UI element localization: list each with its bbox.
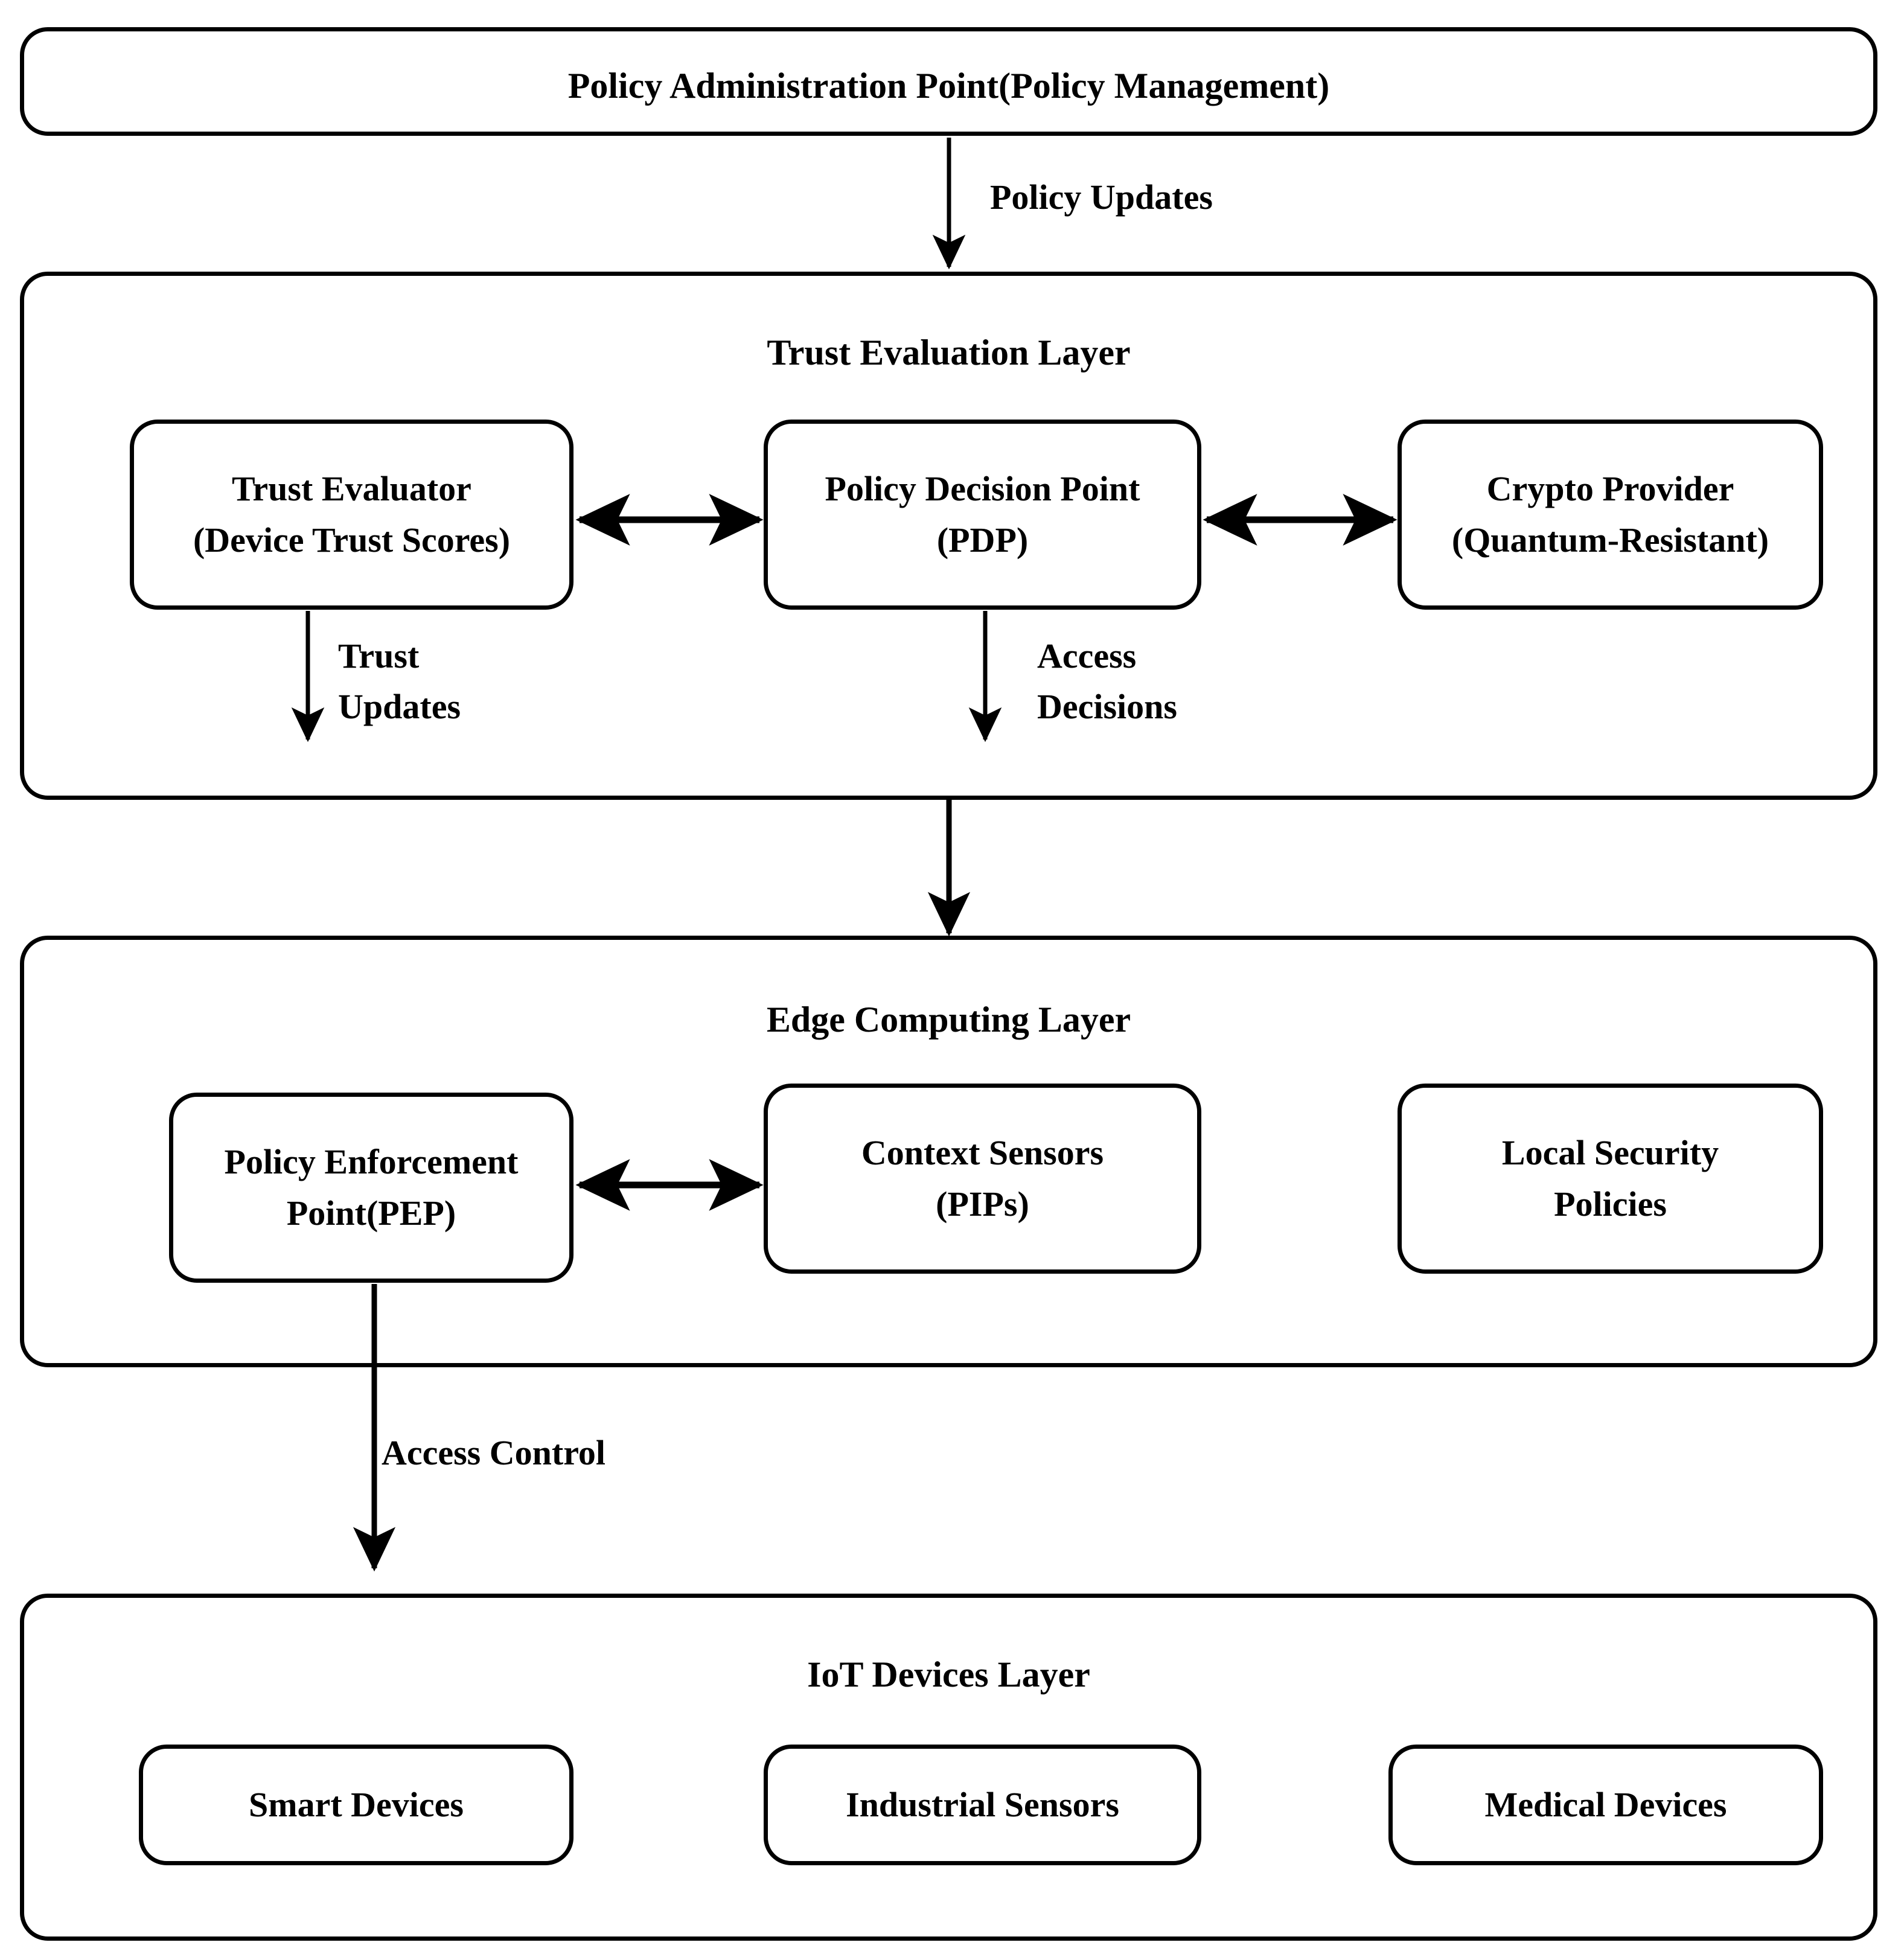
- node-context-sensors-line2: (PIPs): [936, 1184, 1029, 1224]
- policy-administration-point-title: Policy Administration Point(Policy Manag…: [567, 66, 1330, 106]
- node-context-sensors[interactable]: Context Sensors (PIPs): [764, 1084, 1201, 1274]
- node-trust-evaluator[interactable]: Trust Evaluator (Device Trust Scores): [130, 420, 573, 610]
- node-local-security-policies[interactable]: Local Security Policies: [1398, 1084, 1823, 1274]
- node-context-sensors-line1: Context Sensors: [861, 1133, 1104, 1173]
- edge-label-access-control: Access Control: [382, 1433, 606, 1472]
- edge-label-access-decisions-line1: Access: [1037, 636, 1137, 675]
- edge-label-trust-updates: Trust Updates: [338, 631, 461, 732]
- edge-label-access-decisions: Access Decisions: [1037, 631, 1177, 732]
- node-trust-evaluator-line2: (Device Trust Scores): [193, 520, 511, 560]
- edge-computing-layer-title: Edge Computing Layer: [766, 1000, 1131, 1039]
- node-policy-decision-point-line1: Policy Decision Point: [825, 469, 1140, 509]
- node-crypto-provider-line2: (Quantum-Resistant): [1451, 520, 1769, 560]
- node-crypto-provider[interactable]: Crypto Provider (Quantum-Resistant): [1398, 420, 1823, 610]
- node-industrial-sensors-label: Industrial Sensors: [846, 1784, 1119, 1824]
- node-crypto-provider-line1: Crypto Provider: [1486, 469, 1734, 509]
- node-medical-devices-label: Medical Devices: [1484, 1784, 1727, 1824]
- node-smart-devices[interactable]: Smart Devices: [139, 1745, 573, 1865]
- node-policy-enforcement-point-line1: Policy Enforcement: [224, 1142, 519, 1182]
- iot-devices-layer-title: IoT Devices Layer: [807, 1655, 1090, 1694]
- edge-label-access-decisions-line2: Decisions: [1037, 687, 1177, 727]
- node-industrial-sensors[interactable]: Industrial Sensors: [764, 1745, 1201, 1865]
- node-policy-decision-point[interactable]: Policy Decision Point (PDP): [764, 420, 1201, 610]
- edge-label-trust-updates-line2: Updates: [338, 687, 461, 727]
- node-smart-devices-label: Smart Devices: [249, 1784, 464, 1824]
- node-local-security-policies-line2: Policies: [1554, 1184, 1667, 1224]
- node-policy-enforcement-point-line2: Point(PEP): [286, 1193, 456, 1233]
- trust-evaluation-layer-title: Trust Evaluation Layer: [767, 333, 1131, 372]
- node-trust-evaluator-line1: Trust Evaluator: [232, 469, 471, 509]
- node-policy-decision-point-line2: (PDP): [936, 520, 1029, 560]
- node-medical-devices[interactable]: Medical Devices: [1388, 1745, 1823, 1865]
- edge-label-policy-updates: Policy Updates: [990, 177, 1213, 217]
- node-local-security-policies-line1: Local Security: [1501, 1133, 1719, 1173]
- edge-label-trust-updates-line1: Trust: [338, 636, 420, 675]
- node-policy-enforcement-point[interactable]: Policy Enforcement Point(PEP): [169, 1093, 573, 1283]
- policy-administration-point-box[interactable]: [20, 27, 1877, 136]
